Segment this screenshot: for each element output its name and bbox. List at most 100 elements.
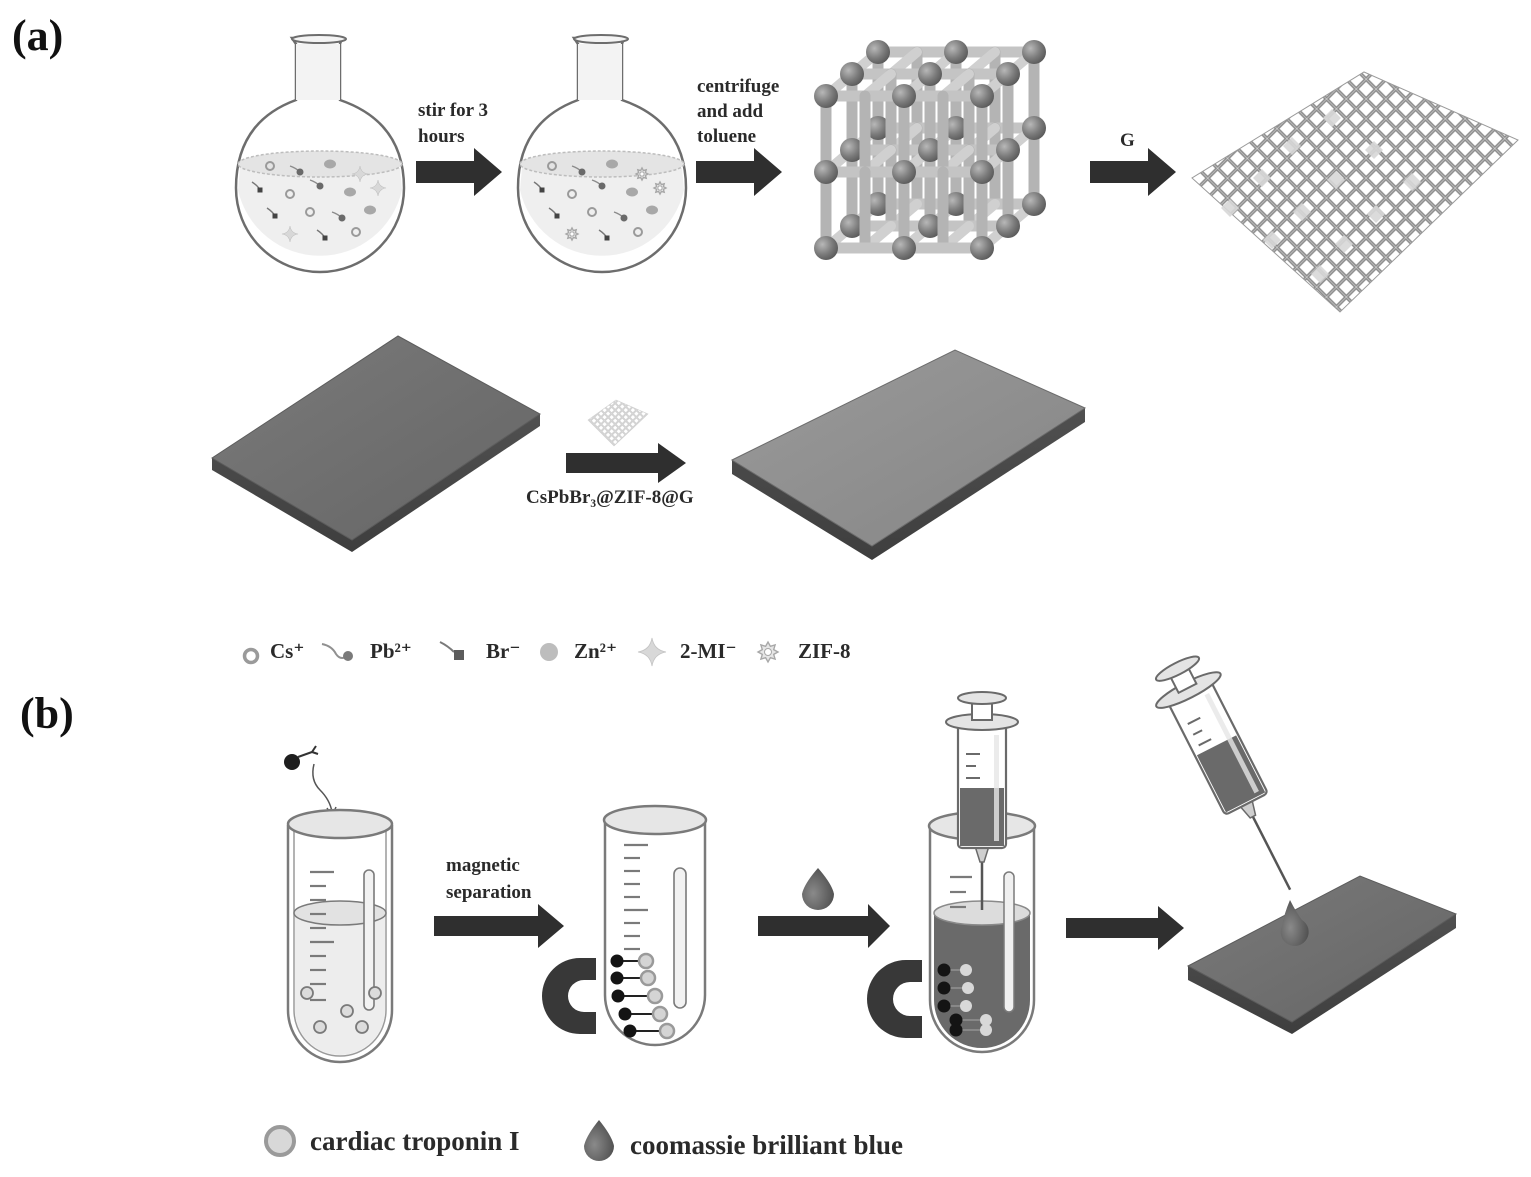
lattice-node (944, 192, 968, 216)
arrow-add-dye (758, 904, 890, 948)
zif8-particle (564, 226, 580, 242)
bead-antibody-troponin-complexes (610, 952, 676, 1040)
lattice-node (814, 236, 838, 260)
zif8-lattice-structure (814, 40, 1046, 260)
lattice-node (866, 116, 890, 140)
lattice-node (918, 62, 942, 86)
lattice-node (970, 160, 994, 184)
troponin (980, 1024, 992, 1036)
zif8-gear-icon (756, 640, 780, 664)
troponin (962, 982, 974, 994)
magnetic-bead (937, 981, 951, 995)
zn-ion (626, 187, 638, 197)
troponin (658, 1022, 676, 1040)
troponin (646, 987, 664, 1005)
magnetic-bead (623, 1024, 637, 1038)
br-ion (257, 187, 263, 193)
magnet-1 (542, 958, 596, 1034)
cs-ion (265, 161, 275, 171)
legend-br: Br⁻ (486, 639, 520, 663)
step-centrifuge-line3: toluene (697, 126, 756, 147)
syringe-tilted (1154, 655, 1292, 891)
lattice-node (996, 214, 1020, 238)
test-tube-incubation (286, 808, 394, 1064)
step-centrifuge-line1: centrifuge (697, 76, 779, 97)
lattice-node (892, 160, 916, 184)
lattice-node (996, 62, 1020, 86)
substrate-slide-coated (730, 349, 1087, 560)
arrow-centrifuge (696, 148, 782, 196)
lattice-node (866, 192, 890, 216)
br-ion-square-icon (439, 641, 464, 660)
mesh-highlight (1311, 265, 1329, 283)
br-ion (322, 235, 328, 241)
mesh-highlight (1327, 171, 1345, 189)
zif8-particle (652, 180, 668, 196)
substrate-slide-test (1186, 875, 1458, 1034)
flask-1-particles (251, 159, 387, 243)
magnetic-bead (610, 971, 624, 985)
lattice-node (892, 84, 916, 108)
mesh-highlight (1263, 231, 1281, 249)
2mi-ligand (351, 165, 369, 183)
step-stir-line1: stir for 3 (418, 100, 488, 121)
lattice-node (996, 138, 1020, 162)
mesh-highlight (1323, 109, 1341, 127)
syringe-vertical (945, 691, 1019, 910)
lattice-node (918, 214, 942, 238)
panel-a-label: (a) (12, 11, 63, 60)
br-ion (272, 213, 278, 219)
arrow-graphene (1090, 148, 1176, 196)
legend-panel-a: Cs⁺ Pb²⁺ Br⁻ Zn²⁺ 2-MI⁻ ZIF-8 (242, 637, 851, 667)
lattice-node (892, 236, 916, 260)
dye-drop-icon (802, 868, 834, 910)
legend-cs: Cs⁺ (270, 639, 304, 663)
arrow-deposit (566, 443, 686, 483)
troponin-ring-icon (264, 1125, 296, 1157)
troponin (980, 1014, 992, 1026)
mesh-highlight (1293, 203, 1311, 221)
legend-pb: Pb²⁺ (370, 639, 412, 663)
cs-ion (567, 189, 577, 199)
troponin (651, 1005, 669, 1023)
cs-ion (285, 189, 295, 199)
br-ion (539, 187, 545, 193)
step-stir-line2: hours (418, 126, 464, 147)
pb-ion-tail-icon (321, 643, 353, 661)
mini-graphene-mesh-icon (587, 399, 649, 447)
magnetic-bead (611, 989, 625, 1003)
coomassie-drop-icon (584, 1120, 614, 1161)
step-magnetic-line1: magnetic (446, 855, 520, 876)
cs-ion (587, 207, 597, 217)
troponin (960, 964, 972, 976)
legend-coomassie: coomassie brilliant blue (630, 1130, 903, 1160)
pb-ion (620, 214, 628, 222)
test-tube-stained (927, 810, 1037, 1054)
lattice-node (970, 236, 994, 260)
substrate-slide-bare (211, 335, 541, 552)
mesh-highlight (1283, 137, 1301, 155)
lattice-node (866, 40, 890, 64)
mesh-highlight (1367, 205, 1385, 223)
zn-ion (324, 159, 336, 169)
lattice-node (918, 138, 942, 162)
lattice-node (1022, 116, 1046, 140)
step-centrifuge-line2: and add (697, 101, 763, 122)
troponin (639, 969, 657, 987)
legend-zn: Zn²⁺ (574, 639, 617, 663)
2mi-ligand (369, 179, 387, 197)
pb-ion (296, 168, 304, 176)
pb-ion (598, 182, 606, 190)
flask-precursors (234, 34, 406, 274)
zif8-particle (634, 166, 650, 182)
zn-ion (606, 159, 618, 169)
legend-zif8: ZIF-8 (798, 639, 851, 663)
zn-ion (646, 205, 658, 215)
lattice-node (814, 84, 838, 108)
zn-ion-dot-icon (540, 643, 558, 661)
arrow-stir (416, 148, 502, 196)
cs-ion (305, 207, 315, 217)
cs-ion (633, 227, 643, 237)
arrow-magnetic-separation (434, 904, 564, 948)
pb-ion (316, 182, 324, 190)
